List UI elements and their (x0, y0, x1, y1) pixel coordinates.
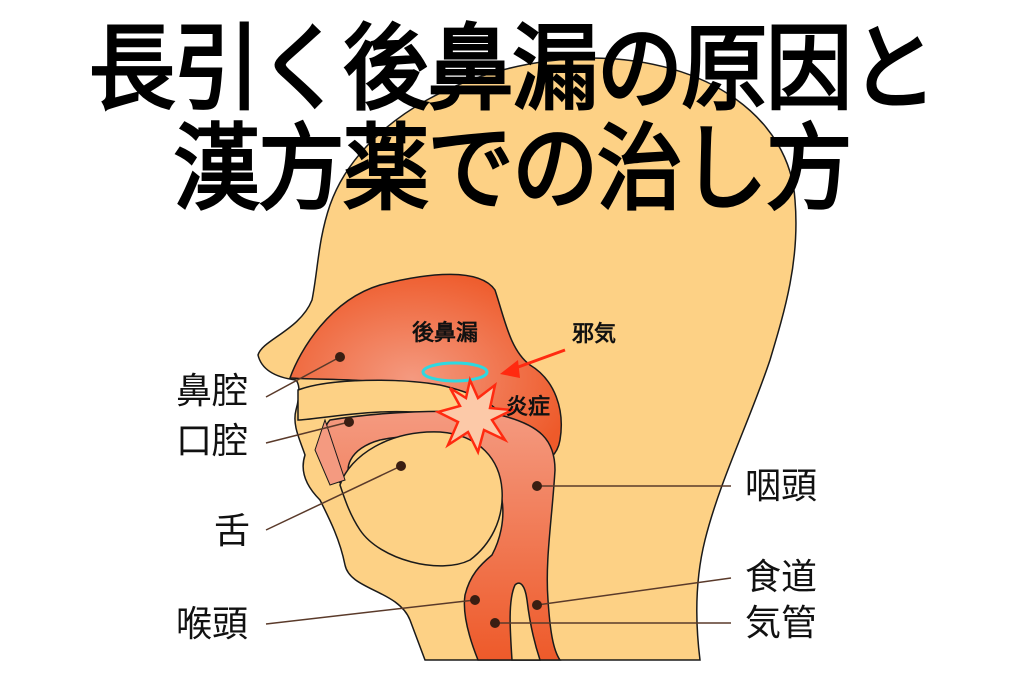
label-tongue: 舌 (214, 511, 251, 552)
label-esophagus: 食道 (745, 557, 818, 598)
label-pharynx: 咽頭 (745, 466, 818, 507)
label-inflammation: 炎症 (506, 395, 551, 420)
page-title-line-2: 漢方薬での治し方 (173, 115, 852, 224)
label-oral-cavity: 口腔 (176, 421, 249, 462)
pathogen-arrow-icon (500, 360, 520, 378)
postnasal-drip-ring (421, 361, 489, 383)
label-trachea: 気管 (745, 603, 818, 644)
inflammation-burst-icon (434, 376, 517, 456)
label-pathogen: 邪気 (572, 322, 617, 347)
label-postnasal-drip: 後鼻漏 (412, 321, 479, 346)
label-larynx: 喉頭 (176, 604, 249, 645)
front-teeth (314, 418, 346, 486)
trachea-separator (509, 582, 542, 661)
tongue (339, 431, 503, 567)
page-title-line-1: 長引く後鼻漏の原因と (88, 15, 937, 124)
label-nasal-cavity: 鼻腔 (176, 371, 249, 412)
